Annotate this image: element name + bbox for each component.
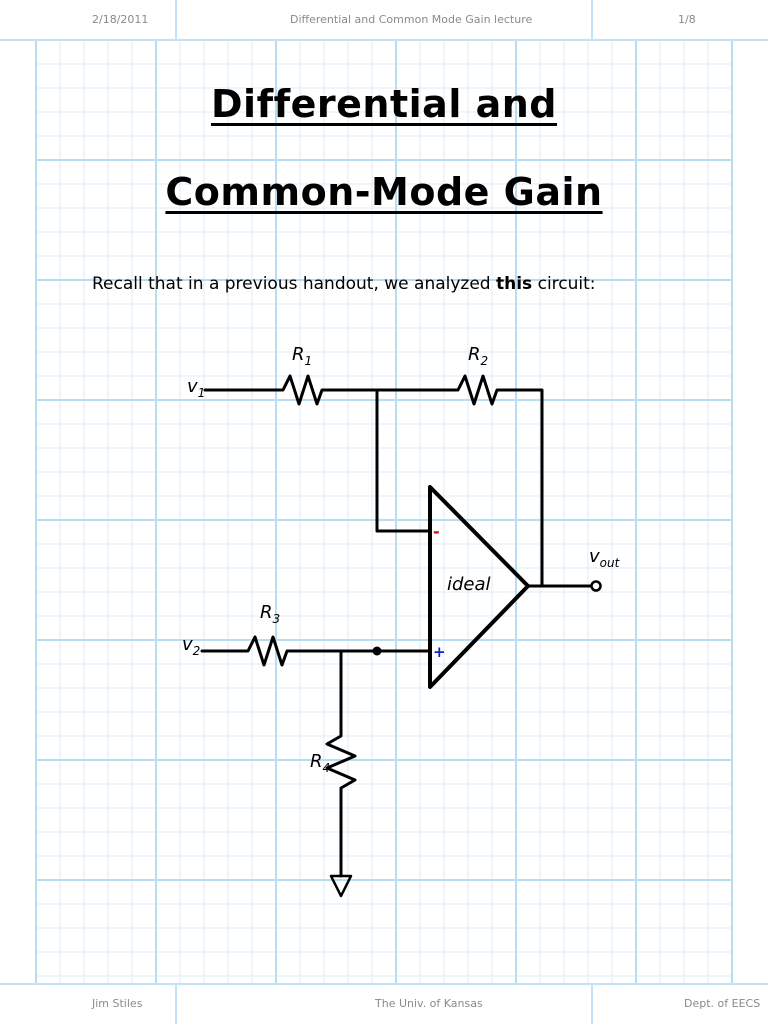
page-footer: Jim Stiles The Univ. of Kansas Dept. of …	[0, 984, 768, 1024]
footer-department: Dept. of EECS	[684, 997, 761, 1010]
header-lecture-title: Differential and Common Mode Gain lectur…	[290, 13, 533, 26]
r1-resistor	[273, 374, 332, 406]
r4-resistor	[325, 726, 357, 798]
ground-symbol	[329, 874, 353, 898]
page-title-line-1: Differential and	[211, 82, 557, 126]
opamp-triangle	[428, 485, 530, 689]
inverting-input-wire	[375, 388, 432, 533]
footer-author: Jim Stiles	[92, 997, 143, 1010]
intro-text-bold: this	[496, 274, 533, 294]
intro-text-after: circuit:	[532, 274, 596, 294]
page-title-line-2: Common-Mode Gain	[165, 170, 603, 214]
footer-university: The Univ. of Kansas	[375, 997, 483, 1010]
page-header: 2/18/2011 Differential and Common Mode G…	[0, 0, 768, 40]
junction-dot	[372, 646, 382, 656]
intro-text-before: Recall that in a previous handout, we an…	[92, 274, 496, 294]
r1-label: R1	[292, 344, 312, 368]
noninverting-input-sign: +	[433, 643, 446, 661]
output-terminal	[590, 580, 602, 592]
intro-sentence: Recall that in a previous handout, we an…	[92, 274, 596, 294]
r4-label: R4	[310, 751, 330, 775]
r3-label: R3	[260, 602, 280, 626]
r3-resistor	[238, 635, 297, 667]
inverting-input-sign: -	[433, 522, 440, 541]
vout-label: vout	[589, 546, 621, 570]
opamp-ideal-label: ideal	[447, 574, 491, 595]
feedback-wire	[503, 388, 544, 588]
v1-label: v1	[187, 376, 205, 400]
v2-label: v2	[182, 634, 200, 658]
header-date: 2/18/2011	[92, 13, 149, 26]
header-page-number: 1/8	[678, 13, 696, 26]
r2-resistor	[448, 374, 507, 406]
r2-label: R2	[468, 344, 488, 368]
